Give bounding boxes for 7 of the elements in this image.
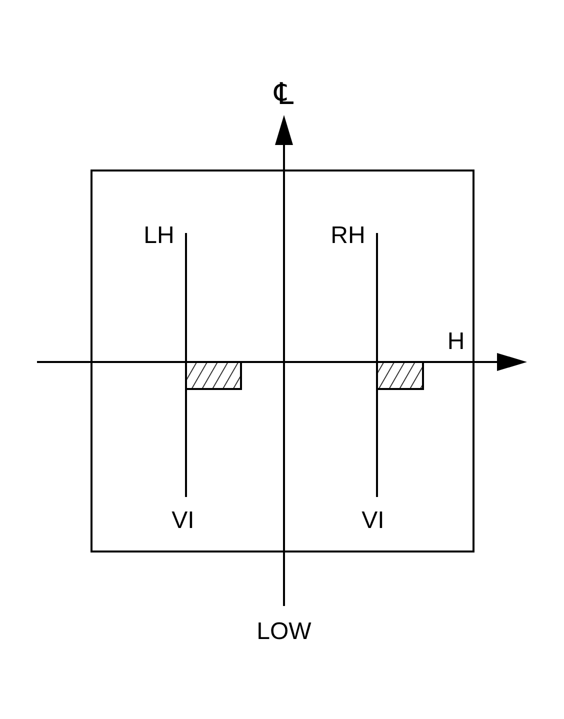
axis-label: H: [447, 330, 465, 354]
axis-label: LH: [144, 224, 174, 248]
axis-label: VI: [172, 509, 194, 533]
axis-label: RH: [330, 224, 366, 248]
axis-label: LOW: [256, 620, 312, 644]
axis-label: VI: [362, 509, 384, 533]
centerline-symbol: ℄: [274, 80, 294, 110]
